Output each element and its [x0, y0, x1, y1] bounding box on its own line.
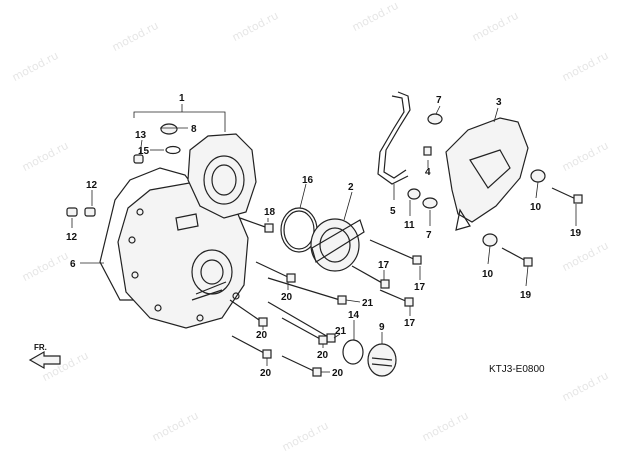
bolt-20d — [231, 335, 267, 355]
crankcase-cover — [117, 133, 257, 329]
washer-10a — [530, 169, 546, 183]
grommet-7b — [422, 197, 438, 209]
callout-4: 4 — [425, 167, 431, 178]
part-13 — [133, 154, 144, 164]
callout-17b: 17 — [414, 282, 426, 293]
callout-20a: 20 — [281, 292, 293, 303]
bolt-20a — [255, 261, 291, 279]
callout-19b: 19 — [520, 290, 532, 301]
bolt-18 — [239, 217, 269, 229]
bolt-21a — [267, 277, 341, 301]
callout-20b: 20 — [256, 330, 268, 341]
callout-18: 18 — [264, 207, 276, 218]
callout-21a: 21 — [362, 298, 374, 309]
callout-12a: 12 — [86, 180, 98, 191]
callout-5: 5 — [390, 206, 396, 217]
bolt-17c — [379, 289, 409, 303]
callout-19a: 19 — [570, 228, 582, 239]
callout-13: 13 — [135, 130, 147, 141]
front-arrow-icon — [28, 350, 61, 370]
callout-1: 1 — [179, 93, 185, 104]
callout-20e: 20 — [332, 368, 344, 379]
holder-2 — [310, 218, 365, 272]
bolt-20c — [281, 317, 323, 341]
callout-9: 9 — [379, 322, 385, 333]
assembly-bracket — [133, 111, 226, 132]
callout-labels: 1 2 3 4 5 6 7 7 8 9 10 10 11 12 12 13 14… — [66, 93, 582, 379]
grommet-7a — [427, 113, 443, 125]
callout-8: 8 — [191, 124, 197, 135]
bolt-21b — [267, 301, 331, 339]
callout-17a: 17 — [378, 260, 390, 271]
cap-9 — [367, 343, 397, 377]
callout-17c: 17 — [404, 318, 416, 329]
callout-21b: 21 — [335, 326, 347, 337]
callout-7b: 7 — [426, 230, 432, 241]
bracket-5 — [383, 91, 411, 179]
callout-20d: 20 — [260, 368, 272, 379]
callout-14: 14 — [348, 310, 360, 321]
callout-3: 3 — [496, 97, 502, 108]
callout-16: 16 — [302, 175, 314, 186]
callout-10a: 10 — [530, 202, 542, 213]
direction-label: FR. — [34, 343, 47, 352]
callout-15: 15 — [138, 146, 150, 157]
oring-15 — [165, 145, 181, 155]
plug-8 — [160, 123, 178, 135]
callout-20c: 20 — [317, 350, 329, 361]
callout-10b: 10 — [482, 269, 494, 280]
callout-11: 11 — [404, 220, 415, 231]
collar-4 — [423, 146, 432, 156]
callout-2: 2 — [348, 182, 354, 193]
oring-14 — [342, 339, 364, 365]
diagram-code: KTJ3-E0800 — [489, 364, 545, 375]
dowel-12a — [66, 207, 78, 217]
leader-lines — [71, 105, 577, 373]
sprocket-cover-3 — [445, 117, 529, 231]
bolt-17b — [351, 265, 385, 285]
callout-7a: 7 — [436, 95, 442, 106]
bolt-20b — [229, 299, 263, 323]
callout-6: 6 — [70, 259, 76, 270]
bolt-17a — [369, 239, 417, 261]
washer-10b — [482, 233, 498, 247]
collar-11 — [407, 188, 421, 200]
bolt-20e — [281, 355, 317, 373]
dowel-12b — [84, 207, 96, 217]
callout-12b: 12 — [66, 232, 78, 243]
